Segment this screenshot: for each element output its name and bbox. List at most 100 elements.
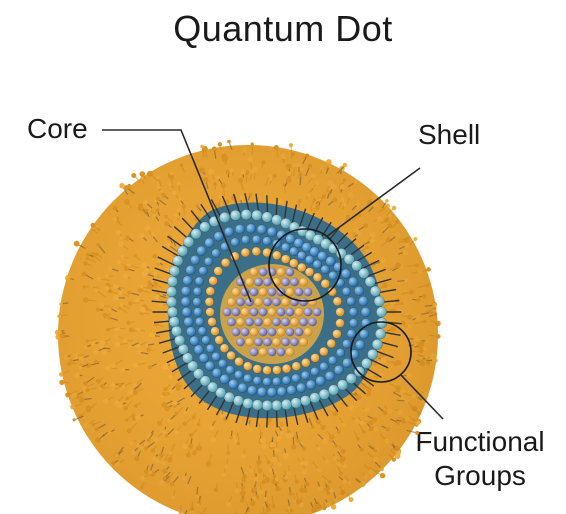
core-atom bbox=[263, 298, 271, 306]
shell-bead bbox=[281, 243, 290, 252]
shell-bead bbox=[184, 317, 194, 327]
ligand-head bbox=[380, 473, 385, 478]
core-atom bbox=[263, 338, 271, 346]
outer-bead bbox=[291, 398, 301, 408]
shell-gold-bead bbox=[221, 258, 230, 267]
shell-bead bbox=[354, 286, 364, 296]
shell-bead bbox=[342, 340, 351, 349]
shell-bead bbox=[183, 276, 193, 286]
shell-bead bbox=[348, 277, 358, 287]
core-atom bbox=[259, 268, 267, 276]
core-atom bbox=[290, 338, 298, 346]
shell-bead bbox=[181, 297, 191, 307]
shell-bead bbox=[205, 361, 215, 371]
outer-bead bbox=[169, 317, 179, 327]
shell-bead bbox=[341, 269, 351, 279]
outer-bead bbox=[281, 399, 291, 409]
shell-bead bbox=[290, 247, 299, 256]
core-atom bbox=[281, 338, 289, 346]
shell-gold-bead bbox=[211, 327, 220, 336]
shell-bead bbox=[235, 224, 245, 234]
shell-gold-bead bbox=[327, 339, 336, 348]
core-atom bbox=[272, 298, 280, 306]
outer-bead bbox=[272, 215, 282, 225]
outer-bead bbox=[191, 229, 201, 239]
core-atom bbox=[250, 308, 258, 316]
outer-bead bbox=[262, 400, 272, 410]
shell-gold-bead bbox=[297, 263, 306, 272]
outer-bead bbox=[337, 380, 347, 390]
ligand-head bbox=[200, 145, 204, 149]
shell-bead bbox=[329, 271, 338, 280]
shell-bead bbox=[297, 383, 307, 393]
outer-bead bbox=[177, 246, 187, 256]
outer-bead bbox=[243, 398, 253, 408]
outer-bead bbox=[272, 400, 282, 410]
outer-bead bbox=[361, 358, 371, 368]
core-atom bbox=[268, 348, 276, 356]
outer-bead bbox=[252, 210, 262, 220]
shell-bead bbox=[334, 365, 344, 375]
ligand-head bbox=[426, 267, 431, 272]
shell-bead bbox=[321, 265, 330, 274]
shell-bead bbox=[263, 377, 272, 386]
ligand-head bbox=[343, 163, 347, 167]
shell-bead bbox=[193, 298, 202, 307]
shell-bead bbox=[305, 255, 314, 264]
core-atom bbox=[236, 318, 244, 326]
core-atom bbox=[281, 278, 289, 286]
core-atom bbox=[254, 338, 262, 346]
ligand-head bbox=[227, 140, 231, 144]
shell-bead bbox=[349, 308, 358, 317]
shell-bead bbox=[248, 386, 258, 396]
shell-bead bbox=[202, 336, 211, 345]
shell-bead bbox=[199, 267, 208, 276]
outer-bead bbox=[372, 339, 382, 349]
core-atom bbox=[227, 318, 235, 326]
core-atom bbox=[263, 278, 271, 286]
core-atom bbox=[299, 318, 307, 326]
core-atom bbox=[299, 278, 307, 286]
shell-bead bbox=[257, 387, 267, 397]
outer-bead bbox=[169, 266, 179, 276]
core-atom bbox=[254, 278, 262, 286]
outer-bead bbox=[173, 256, 183, 266]
shell-bead bbox=[229, 379, 239, 389]
shell-bead bbox=[355, 340, 365, 350]
shell-bead bbox=[342, 287, 351, 296]
shell-bead bbox=[195, 317, 204, 326]
shell-gold-bead bbox=[319, 347, 328, 356]
outer-bead bbox=[376, 307, 386, 317]
shell-gold-bead bbox=[243, 362, 252, 371]
shell-bead bbox=[361, 307, 371, 317]
core-atom bbox=[272, 338, 280, 346]
shell-gold-bead bbox=[336, 308, 345, 317]
shell-bead bbox=[226, 366, 235, 375]
outer-bead bbox=[300, 396, 310, 406]
shell-bead bbox=[267, 387, 277, 397]
ligand-head bbox=[289, 143, 293, 147]
shell-gold-bead bbox=[272, 251, 281, 260]
shell-gold-bead bbox=[313, 273, 322, 282]
outer-bead bbox=[184, 237, 194, 247]
shell-bead bbox=[186, 327, 196, 337]
shell-gold-bead bbox=[301, 358, 310, 367]
shell-bead bbox=[349, 319, 358, 328]
shell-bead bbox=[194, 308, 203, 317]
outer-bead bbox=[166, 287, 176, 297]
shell-bead bbox=[190, 255, 200, 265]
core-atom bbox=[245, 338, 253, 346]
shell-bead bbox=[220, 374, 230, 384]
core-atom bbox=[272, 318, 280, 326]
outer-bead bbox=[200, 222, 210, 232]
core-atom bbox=[304, 328, 312, 336]
shell-bead bbox=[292, 374, 301, 383]
shell-gold-bead bbox=[263, 366, 272, 375]
outer-bead bbox=[171, 326, 181, 336]
outer-bead bbox=[262, 212, 272, 222]
core-atom bbox=[304, 308, 312, 316]
shell-gold-bead bbox=[214, 267, 223, 276]
outer-bead bbox=[370, 286, 380, 296]
shell-bead bbox=[287, 385, 297, 395]
core-atom bbox=[250, 268, 258, 276]
